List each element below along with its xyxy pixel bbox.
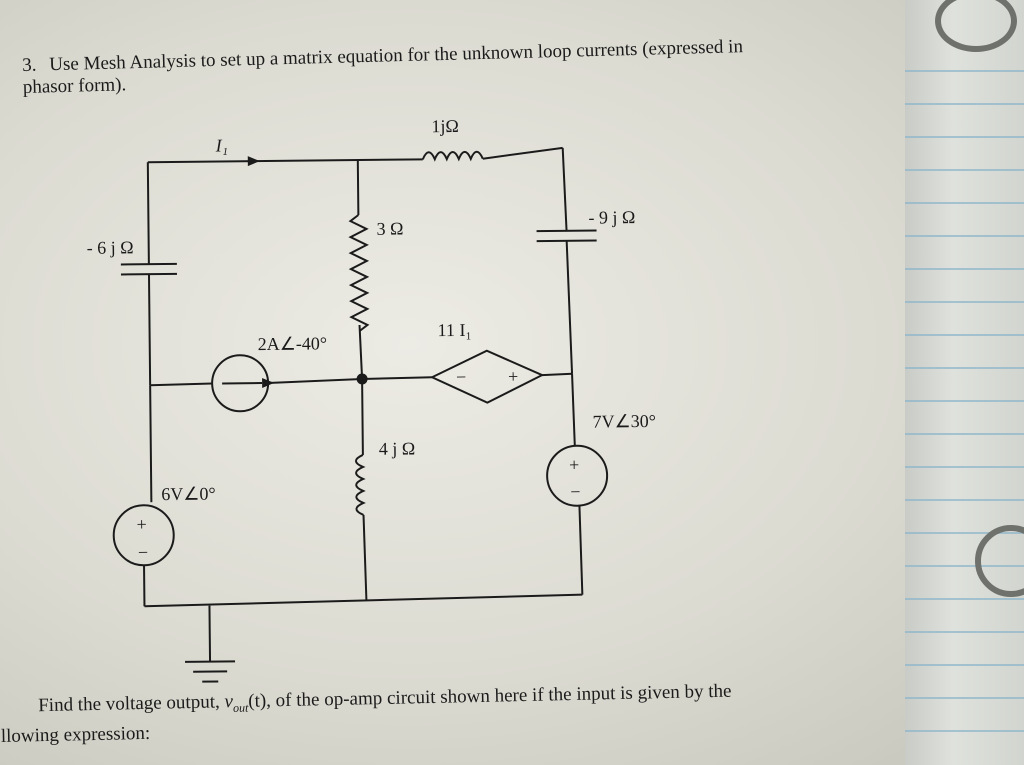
notebook-line bbox=[905, 532, 1024, 534]
wire-bottom bbox=[144, 593, 583, 608]
notebook-line bbox=[905, 235, 1024, 237]
wire-left-upper bbox=[146, 162, 150, 265]
ground-icon bbox=[185, 660, 236, 663]
voltage-left-label: 6V∠0° bbox=[161, 484, 216, 505]
wire-right-bottom bbox=[578, 505, 584, 595]
resistor-3ohm bbox=[348, 214, 370, 332]
resistor-label: 3 Ω bbox=[376, 219, 403, 239]
dependent-source-label: 11 I₁ bbox=[437, 320, 471, 340]
wire-mid-top bbox=[356, 160, 360, 216]
notebook-line bbox=[905, 301, 1024, 303]
notebook-line bbox=[905, 136, 1024, 138]
capacitor-left-label: - 6 j Ω bbox=[87, 237, 134, 257]
notebook-line bbox=[905, 367, 1024, 369]
footer-sub: out bbox=[232, 700, 249, 715]
wire-right-upper bbox=[561, 147, 568, 231]
current-source-label: 2A∠-40° bbox=[258, 333, 328, 354]
notebook-line bbox=[905, 268, 1024, 270]
capacitor-left-plate bbox=[120, 262, 177, 266]
notebook-line bbox=[905, 697, 1024, 699]
voltage-source-right bbox=[546, 444, 609, 507]
inductor-bottom-label: 4 j Ω bbox=[379, 438, 416, 458]
notebook-line bbox=[905, 433, 1024, 435]
binder-ring bbox=[935, 0, 1017, 52]
vsrc-left-plus: + bbox=[136, 514, 146, 534]
wire-right-mid bbox=[565, 240, 574, 374]
notebook-line bbox=[905, 103, 1024, 105]
vsrc-right-plus: + bbox=[569, 455, 579, 475]
inductor-bottom bbox=[354, 454, 366, 516]
wire-top-left bbox=[147, 158, 423, 164]
dependent-plus-sign: + bbox=[508, 366, 518, 386]
inductor-top bbox=[421, 150, 484, 162]
capacitor-right-label: - 9 j Ω bbox=[588, 207, 635, 227]
capacitor-right-plate bbox=[536, 229, 597, 233]
wire-dep-right bbox=[542, 372, 573, 377]
inductor-top-label: 1jΩ bbox=[431, 116, 459, 136]
wire-right-to-vsrc bbox=[571, 373, 576, 446]
wire-top-right bbox=[482, 146, 563, 160]
arrow-right-icon bbox=[262, 378, 275, 389]
mesh-current-label: I₁ bbox=[215, 135, 228, 155]
notebook-line bbox=[905, 598, 1024, 600]
notebook-line bbox=[905, 202, 1024, 204]
wire-current-src-right bbox=[268, 377, 363, 384]
dependent-voltage-source bbox=[429, 349, 545, 404]
notebook-line bbox=[905, 565, 1024, 567]
notebook-line bbox=[905, 169, 1024, 171]
vsrc-right-minus: − bbox=[570, 482, 580, 502]
wire-dep-left bbox=[362, 376, 433, 380]
wire-mid-bottom bbox=[362, 514, 368, 600]
notebook-line bbox=[905, 400, 1024, 402]
wire-current-src-left bbox=[150, 382, 213, 387]
notebook-line bbox=[905, 499, 1024, 501]
current-arrow-icon bbox=[247, 156, 260, 167]
footer-line-2: llowing expression: bbox=[0, 722, 151, 747]
vsrc-left-minus: − bbox=[138, 542, 148, 562]
wire-left-mid bbox=[147, 274, 152, 386]
dependent-minus-sign: − bbox=[456, 367, 466, 387]
wire-mid-lower bbox=[358, 324, 364, 380]
footer-text-a: Find the voltage output, bbox=[38, 691, 225, 717]
notebook-line bbox=[905, 631, 1024, 633]
wire-mid-to-inductor bbox=[361, 378, 364, 455]
notebook-edge bbox=[905, 0, 1024, 765]
notebook-line bbox=[905, 730, 1024, 732]
circuit-diagram: I₁ 1jΩ - 6 j Ω 3 Ω - 9 j Ω 2A∠-40° 11 I₁… bbox=[87, 116, 656, 683]
wire-ground bbox=[208, 605, 212, 662]
notebook-line bbox=[905, 466, 1024, 468]
notebook-line bbox=[905, 334, 1024, 336]
notebook-line bbox=[905, 664, 1024, 666]
notebook-line bbox=[905, 70, 1024, 72]
wire-left-lower bbox=[149, 385, 153, 503]
voltage-right-label: 7V∠30° bbox=[592, 411, 656, 432]
footer-var: v bbox=[224, 691, 234, 713]
binder-ring bbox=[975, 525, 1024, 597]
